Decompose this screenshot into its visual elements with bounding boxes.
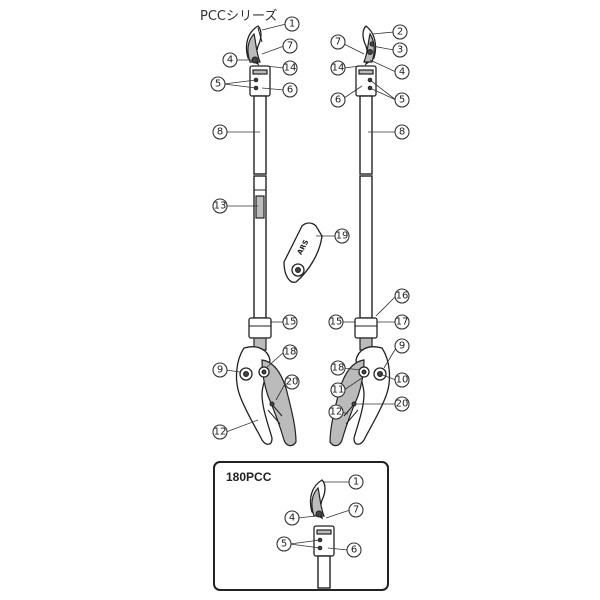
right-lower-pole — [359, 175, 373, 319]
callout-inset-6: 6 — [351, 545, 357, 556]
callout-right-5: 5 — [399, 95, 405, 106]
callout-inset-7: 7 — [353, 505, 359, 516]
right-collar — [354, 317, 378, 339]
callout-left-15: 15 — [284, 317, 297, 328]
inset-frame — [213, 461, 389, 591]
replacement-blade: ARS 19 — [283, 222, 350, 283]
callout-right-12: 12 — [330, 407, 343, 418]
callout-right-16: 16 — [396, 291, 409, 302]
right-lower-blade — [363, 32, 375, 63]
callout-left-13: 13 — [214, 201, 227, 212]
callout-inset-4: 4 — [289, 513, 295, 524]
callout-left-18: 18 — [284, 347, 297, 358]
right-callouts: 2 7 3 14 4 6 5 8 16 15 17 18 — [328, 24, 410, 420]
callout-right-9: 9 — [399, 341, 405, 352]
left-upper-pole — [253, 95, 267, 175]
callout-left-20: 20 — [286, 377, 299, 388]
series-title: PCCシリーズ — [200, 8, 277, 24]
callout-right-6: 6 — [335, 95, 341, 106]
callout-left-14: 14 — [284, 63, 297, 74]
callout-right-11: 11 — [332, 385, 345, 396]
left-head-bolt — [251, 56, 259, 64]
callout-right-3: 3 — [397, 45, 403, 56]
callout-right-4: 4 — [399, 67, 405, 78]
callout-right-18: 18 — [332, 363, 345, 374]
callout-right-14: 14 — [332, 63, 345, 74]
callout-right-8: 8 — [399, 127, 405, 138]
callout-left-4: 4 — [227, 55, 233, 66]
left-callouts: 1 4 7 14 5 6 8 13 15 9 18 20 — [210, 16, 300, 440]
left-lower-blade — [247, 32, 261, 63]
left-grip-lever — [261, 359, 297, 447]
right-upper-pole — [359, 95, 373, 175]
callout-left-12: 12 — [214, 427, 227, 438]
callout-blade-19: 19 — [336, 231, 349, 242]
callout-left-7: 7 — [287, 41, 293, 52]
inset-180pcc: 180PCC 1 4 7 5 6 — [213, 461, 389, 591]
callout-right-10: 10 — [396, 375, 409, 386]
callout-inset-5: 5 — [281, 539, 287, 550]
left-collar — [248, 317, 272, 339]
callout-inset-1: 1 — [353, 477, 359, 488]
callout-right-2: 2 — [397, 27, 403, 38]
inset-title: 180PCC — [226, 470, 272, 484]
callout-right-20: 20 — [396, 399, 409, 410]
callout-right-7: 7 — [335, 37, 341, 48]
callout-left-8: 8 — [217, 127, 223, 138]
callout-left-5: 5 — [215, 79, 221, 90]
callout-left-9: 9 — [217, 365, 223, 376]
callout-left-6: 6 — [287, 85, 293, 96]
callout-left-1: 1 — [289, 19, 295, 30]
callout-right-15: 15 — [330, 317, 343, 328]
callout-right-17: 17 — [396, 317, 409, 328]
